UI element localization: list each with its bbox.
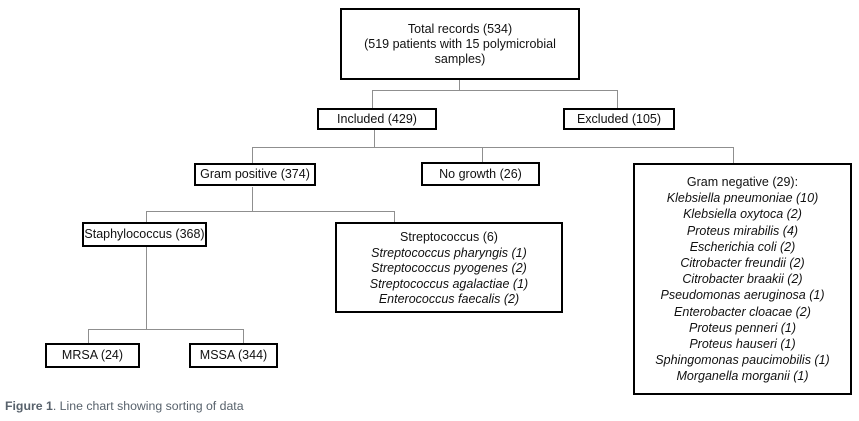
node-list-item: Morganella morganii (1) — [676, 369, 809, 384]
node-list-item: Klebsiella oxytoca (2) — [683, 207, 802, 222]
connector-line — [252, 147, 734, 148]
node-title: Gram negative (29): — [686, 175, 799, 189]
node-label: MSSA (344) — [199, 348, 268, 362]
connector-line — [146, 211, 147, 223]
node-list-item: Proteus mirabilis (4) — [686, 223, 799, 238]
node-label: MRSA (24) — [61, 348, 124, 362]
connector-line — [482, 147, 483, 163]
node-mssa: MSSA (344) — [189, 343, 278, 368]
node-list-item: Escherichia coli (2) — [689, 239, 796, 254]
node-list-item: Enterococcus faecalis (2) — [378, 292, 520, 306]
connector-line — [88, 329, 244, 330]
node-label: Included (429) — [337, 111, 417, 126]
node-gram-negative: Gram negative (29): Klebsiella pneumonia… — [633, 163, 852, 395]
node-list-item: Citrobacter freundii (2) — [680, 256, 805, 271]
connector-line — [372, 90, 373, 108]
node-list-item: Proteus penneri (1) — [688, 320, 796, 335]
connector-line — [394, 211, 395, 223]
node-label: No growth (26) — [439, 166, 522, 181]
node-list-item: Sphingomonas paucimobilis (1) — [655, 353, 830, 368]
node-streptococcus: Streptococcus (6) Streptococcus pharyngi… — [335, 222, 563, 313]
node-total-records: Total records (534) (519 patients with 1… — [340, 8, 580, 80]
connector-line — [733, 147, 734, 163]
figure-caption-label: Figure 1 — [5, 399, 53, 413]
connector-line — [252, 147, 253, 163]
figure-caption: Figure 1. Line chart showing sorting of … — [5, 399, 244, 414]
figure-caption-text: . Line chart showing sorting of data — [52, 399, 244, 413]
node-label: Excluded (105) — [576, 111, 662, 126]
node-list-item: Citrobacter braakii (2) — [682, 272, 803, 287]
node-excluded: Excluded (105) — [563, 108, 675, 130]
connector-line — [617, 90, 618, 108]
node-label: Total records (534) — [407, 21, 513, 36]
node-list-item: Pseudomonas aeruginosa (1) — [660, 288, 825, 303]
node-label: Staphylococcus (368) — [84, 227, 205, 241]
node-list-item: Proteus hauseri (1) — [689, 337, 796, 352]
node-list-item: Streptococcus pyogenes (2) — [371, 261, 527, 275]
node-gram-positive: Gram positive (374) — [194, 163, 316, 186]
node-included: Included (429) — [317, 108, 437, 130]
connector-line — [252, 187, 253, 212]
node-title: Streptococcus (6) — [400, 230, 498, 244]
connector-line — [88, 329, 89, 343]
connector-line — [146, 247, 147, 330]
node-staphylococcus: Staphylococcus (368) — [82, 222, 207, 247]
connector-line — [372, 90, 618, 91]
connector-line — [146, 211, 395, 212]
node-list-item: Streptococcus agalactiae (1) — [369, 276, 529, 291]
node-mrsa: MRSA (24) — [45, 343, 140, 368]
node-list-item: Klebsiella pneumoniae (10) — [666, 191, 819, 206]
node-label: (519 patients with 15 polymicrobial samp… — [364, 36, 556, 66]
node-label: Gram positive (374) — [200, 167, 310, 181]
connector-line — [374, 130, 375, 148]
node-list-item: Enterobacter cloacae (2) — [674, 304, 811, 319]
node-no-growth: No growth (26) — [421, 162, 540, 186]
connector-line — [243, 329, 244, 343]
node-list-item: Streptococcus pharyngis (1) — [371, 245, 527, 260]
connector-line — [459, 80, 460, 91]
